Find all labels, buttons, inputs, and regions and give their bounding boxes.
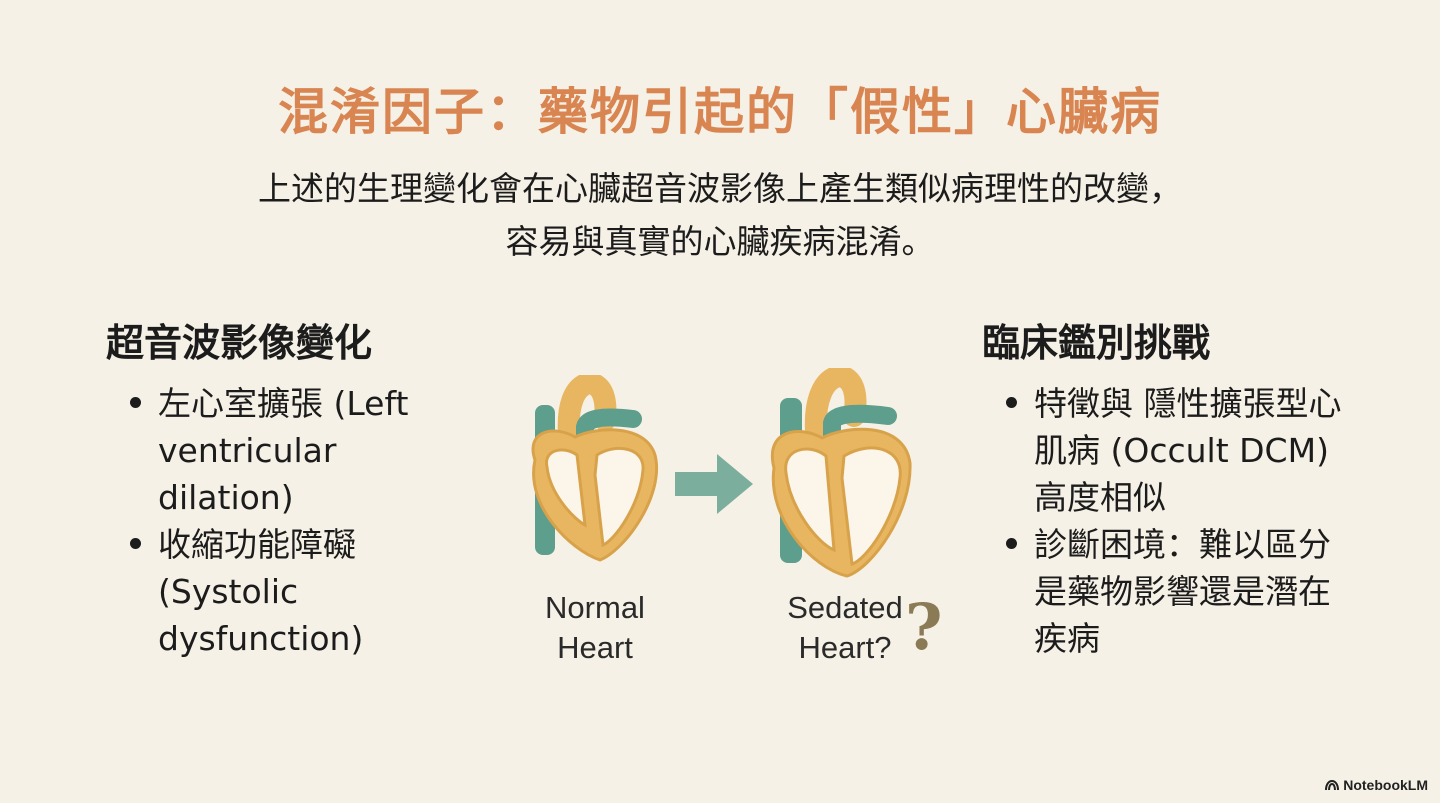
bullet-text: 診斷困境：難以區分是藥物影響還是潛在疾病	[1034, 525, 1331, 658]
bullet-text: 特徵與 隱性擴張型心肌病 (Occult DCM) 高度相似	[1034, 384, 1342, 517]
subtitle-line-1: 上述的生理變化會在心臟超音波影像上產生類似病理性的改變，	[258, 169, 1182, 208]
bullet-dot-icon	[1006, 397, 1017, 408]
arrow-right-icon	[675, 454, 753, 514]
right-bullet-list: 特徵與 隱性擴張型心肌病 (Occult DCM) 高度相似 診斷困境：難以區分…	[982, 380, 1342, 662]
list-item: 診斷困境：難以區分是藥物影響還是潛在疾病	[982, 521, 1342, 662]
right-column-heading: 臨床鑑別挑戰	[982, 321, 1211, 365]
bullet-dot-icon	[1006, 538, 1017, 549]
bullet-text: 左心室擴張 (Left ventricular dilation)	[158, 384, 409, 517]
slide-title: 混淆因子：藥物引起的「假性」心臟病	[278, 83, 1162, 141]
subtitle-line-2: 容易與真實的心臟疾病混淆。	[505, 222, 935, 261]
bullet-dot-icon	[130, 538, 141, 549]
slide-subtitle: 上述的生理變化會在心臟超音波影像上產生類似病理性的改變， 容易與真實的心臟疾病混…	[0, 162, 1440, 268]
question-mark-icon: ?	[905, 590, 943, 665]
bullet-dot-icon	[130, 397, 141, 408]
bullet-text: 收縮功能障礙 (Systolic dysfunction)	[158, 525, 364, 658]
normal-heart-icon	[531, 375, 658, 562]
brand-watermark: NotebookLM	[1325, 777, 1428, 793]
brand-text: NotebookLM	[1343, 777, 1428, 793]
sedated-heart-label: Sedated Heart?	[787, 590, 903, 665]
normal-heart-label: Normal Heart	[545, 590, 645, 665]
list-item: 左心室擴張 (Left ventricular dilation)	[106, 380, 436, 521]
notebooklm-logo-icon	[1325, 779, 1340, 791]
left-column-heading: 超音波影像變化	[106, 321, 373, 365]
left-bullet-list: 左心室擴張 (Left ventricular dilation) 收縮功能障礙…	[106, 380, 436, 662]
dilated-heart-icon	[770, 368, 912, 578]
list-item: 收縮功能障礙 (Systolic dysfunction)	[106, 521, 436, 662]
list-item: 特徵與 隱性擴張型心肌病 (Occult DCM) 高度相似	[982, 380, 1342, 521]
